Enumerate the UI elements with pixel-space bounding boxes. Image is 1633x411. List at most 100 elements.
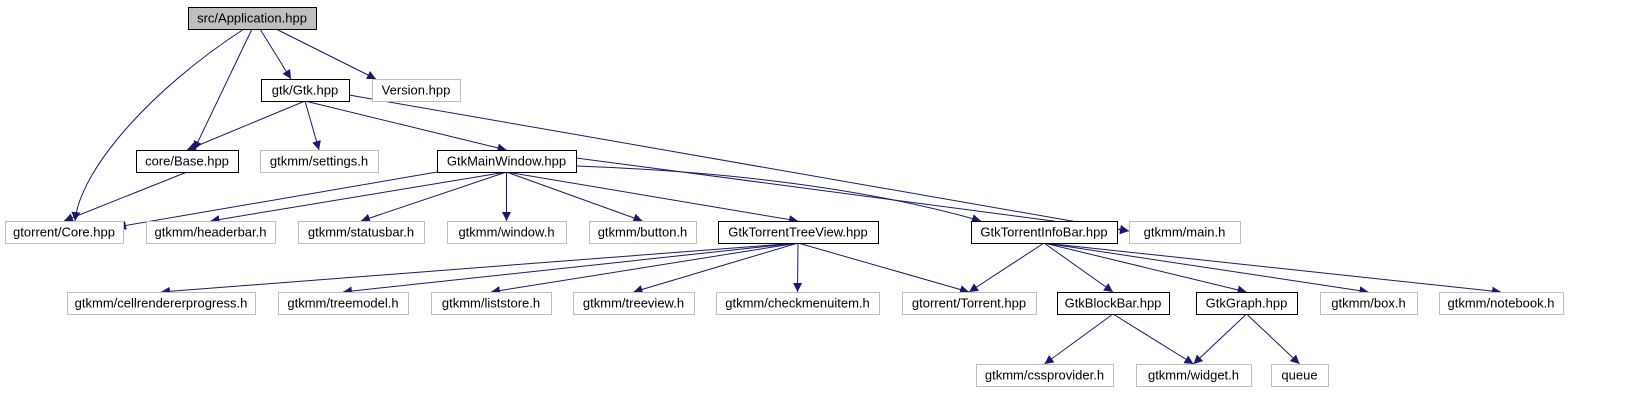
edge-app-to-base <box>193 28 253 151</box>
node-label: gtkmm/cssprovider.h <box>985 368 1104 383</box>
node-box <box>1439 292 1564 315</box>
node-label: gtkmm/treeview.h <box>583 296 684 311</box>
node-box <box>67 292 256 315</box>
node-checkmenu: gtkmm/checkmenuitem.h <box>716 292 880 315</box>
node-box <box>718 221 879 244</box>
node-label: gtorrent/Torrent.hpp <box>912 296 1026 311</box>
edge-gtk-to-base <box>186 100 306 151</box>
edge-infobar-to-blockbar <box>1043 242 1114 293</box>
node-label: GtkGraph.hpp <box>1206 296 1288 311</box>
node-gtk[interactable]: gtk/Gtk.hpp <box>261 79 350 102</box>
node-label: gtkmm/widget.h <box>1148 368 1239 383</box>
edge-base-to-core <box>63 171 188 222</box>
node-box <box>188 7 317 30</box>
node-headerbar: gtkmm/headerbar.h <box>146 221 276 244</box>
node-layer: src/Application.hpp gtk/Gtk.hpp Version.hp… <box>5 7 1564 387</box>
node-box <box>1057 292 1170 315</box>
node-treeview_hpp[interactable]: GtkTorrentTreeView.hpp <box>718 221 879 244</box>
edge-treeview_hpp-to-liststore <box>490 242 799 296</box>
node-label: GtkMainWindow.hpp <box>447 154 566 169</box>
node-app[interactable]: src/Application.hpp <box>188 7 317 30</box>
node-box <box>260 150 379 173</box>
node-widget: gtkmm/widget.h <box>1136 364 1252 387</box>
node-box <box>902 292 1037 315</box>
node-box <box>716 292 880 315</box>
edge-gtk-to-settings <box>304 100 321 151</box>
edge-mainwin-to-statusbar <box>360 171 507 223</box>
node-statusbar: gtkmm/statusbar.h <box>298 221 425 244</box>
node-blockbar[interactable]: GtkBlockBar.hpp <box>1057 292 1170 315</box>
node-label: gtk/Gtk.hpp <box>272 83 338 98</box>
node-label: gtkmm/liststore.h <box>442 296 540 311</box>
node-window: gtkmm/window.h <box>447 221 567 244</box>
node-settings: gtkmm/settings.h <box>260 150 379 173</box>
node-mainh: gtkmm/main.h <box>1129 221 1241 244</box>
node-base[interactable]: core/Base.hpp <box>136 150 239 173</box>
edge-mainwin-to-treeview_hpp <box>506 171 799 224</box>
node-cssprov: gtkmm/cssprovider.h <box>976 364 1114 387</box>
node-graph[interactable]: GtkGraph.hpp <box>1196 292 1298 315</box>
edge-graph-to-queue <box>1246 313 1300 365</box>
edge-treeview_hpp-to-cellrend <box>160 242 799 296</box>
node-label: gtkmm/main.h <box>1144 225 1226 240</box>
node-label: GtkBlockBar.hpp <box>1065 296 1162 311</box>
edge-blockbar-to-cssprov <box>1044 313 1114 365</box>
edge-infobar-to-notebook <box>1043 242 1502 296</box>
node-box <box>146 221 276 244</box>
edge-app-to-gtk <box>259 28 292 80</box>
edge-treeview_hpp-to-treemodel <box>342 242 799 296</box>
edge-app-to-core <box>71 28 245 222</box>
node-queue: queue <box>1271 364 1329 387</box>
node-label: gtkmm/button.h <box>598 225 688 240</box>
node-treeview_h: gtkmm/treeview.h <box>573 292 695 315</box>
node-label: src/Application.hpp <box>197 11 307 26</box>
edge-mainwin-to-headerbar <box>210 171 507 224</box>
node-button: gtkmm/button.h <box>589 221 697 244</box>
node-box <box>573 292 695 315</box>
node-box <box>976 364 1114 387</box>
node-cellrend: gtkmm/cellrendererprogress.h <box>67 292 256 315</box>
edge-gtk-to-mainwin <box>304 100 507 153</box>
node-label: gtkmm/notebook.h <box>1448 296 1555 311</box>
edge-treeview_hpp-to-checkmenu <box>793 242 803 293</box>
node-box <box>5 221 124 244</box>
node-label: queue <box>1281 368 1317 383</box>
node-box <box>298 221 425 244</box>
node-box <box>589 221 697 244</box>
node-label: gtkmm/statusbar.h <box>308 225 414 240</box>
node-infobar[interactable]: GtkTorrentInfoBar.hpp <box>971 221 1118 244</box>
node-box <box>261 79 350 102</box>
node-box <box>136 150 239 173</box>
node-label: gtorrent/Core.hpp <box>13 225 115 240</box>
node-box <box>437 150 577 173</box>
node-label: gtkmm/headerbar.h <box>154 225 266 240</box>
node-box <box>1196 292 1298 315</box>
node-mainwin[interactable]: GtkMainWindow.hpp <box>437 150 577 173</box>
node-label: gtkmm/cellrendererprogress.h <box>75 296 248 311</box>
edge-treeview_hpp-to-treeview_h <box>633 242 799 294</box>
edge-treeview_hpp-to-torrent <box>797 242 970 294</box>
edge-layer <box>63 28 1502 365</box>
edge-mainwin-to-button <box>506 171 643 223</box>
node-label: GtkTorrentTreeView.hpp <box>728 225 867 240</box>
edge-graph-to-widget <box>1193 313 1247 365</box>
edge-infobar-to-graph <box>1043 242 1247 295</box>
edge-infobar-to-box <box>1043 242 1369 296</box>
node-label: Version.hpp <box>382 83 451 98</box>
node-box <box>1129 221 1241 244</box>
node-box <box>1136 364 1252 387</box>
node-box <box>431 292 552 315</box>
edge-blockbar-to-widget <box>1112 313 1194 365</box>
node-label: gtkmm/settings.h <box>270 154 368 169</box>
node-box <box>971 221 1118 244</box>
node-notebook: gtkmm/notebook.h <box>1439 292 1564 315</box>
node-box <box>372 79 461 102</box>
edge-mainwin-to-infobar <box>575 165 982 223</box>
node-label: gtkmm/window.h <box>458 225 554 240</box>
node-box <box>278 292 409 315</box>
node-box: gtkmm/box.h <box>1320 292 1418 315</box>
edge-mainwin-to-core <box>116 171 438 230</box>
node-core: gtorrent/Core.hpp <box>5 221 124 244</box>
node-box <box>1271 364 1329 387</box>
